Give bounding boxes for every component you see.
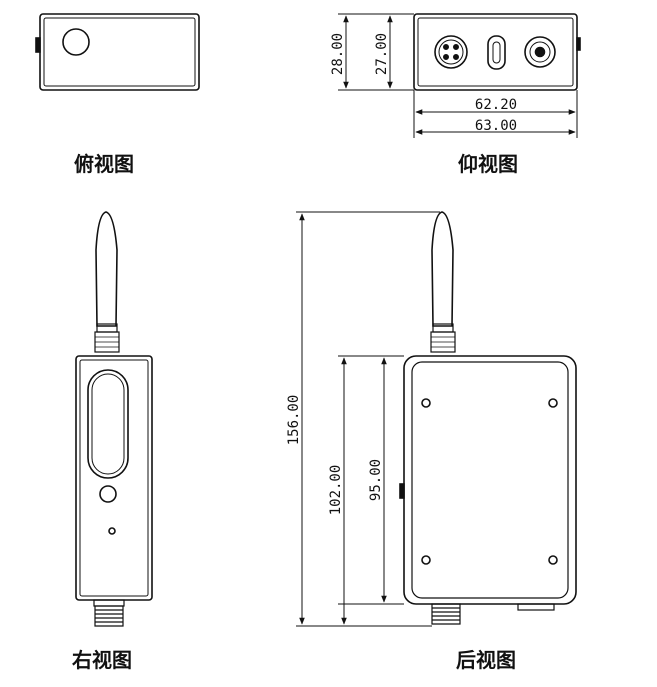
right-view: [75, 211, 153, 627]
top-view: [35, 13, 200, 91]
back-view: [399, 211, 577, 625]
screw-hole: [421, 555, 431, 565]
screw-hole: [548, 555, 558, 565]
top-view-label: 俯视图: [74, 152, 134, 176]
side-button: [99, 485, 117, 503]
screw-hole: [548, 398, 558, 408]
sma-connector: [524, 36, 556, 68]
right-view-label: 右视图: [72, 648, 132, 672]
dim-95: 95.00: [368, 459, 384, 501]
aviation-connector: [434, 35, 468, 69]
dim-63: 63.00: [475, 118, 517, 134]
back-view-dimensions: [296, 211, 440, 627]
screw-hole: [421, 398, 431, 408]
top-view-port-circle: [62, 28, 90, 56]
dim-27: 27.00: [374, 33, 390, 75]
back-view-label: 后视图: [456, 648, 516, 672]
antenna: [431, 211, 454, 327]
dim-28: 28.00: [330, 33, 346, 75]
usb-c-port: [487, 35, 506, 70]
bottom-view: [413, 13, 581, 91]
dim-62-20: 62.20: [475, 97, 517, 113]
indicator-hole: [108, 527, 116, 535]
dim-102: 102.00: [328, 465, 344, 516]
status-window: [87, 369, 129, 479]
bottom-view-label: 仰视图: [458, 152, 518, 176]
dim-156: 156.00: [286, 395, 302, 446]
antenna: [95, 211, 118, 327]
bottom-view-dimensions: [338, 13, 578, 138]
